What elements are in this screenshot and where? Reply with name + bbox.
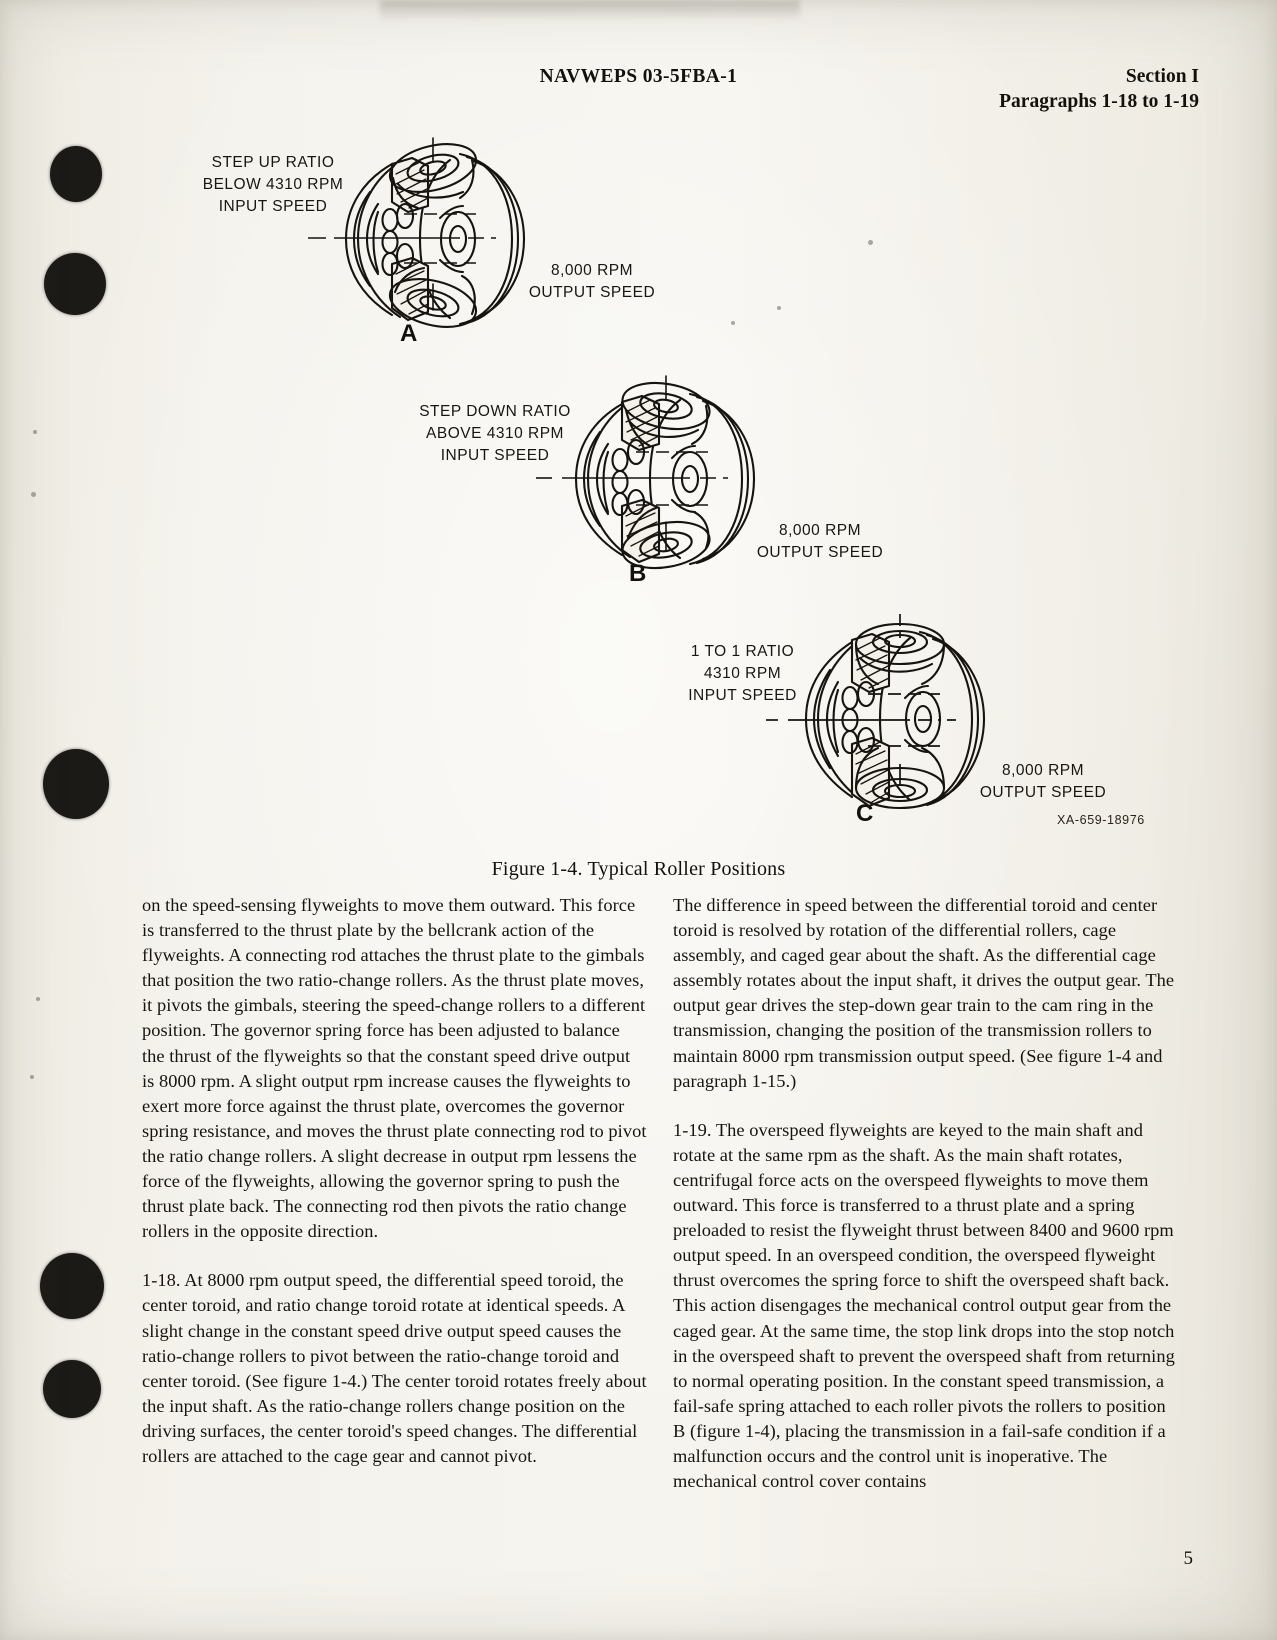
scan-speck [731,321,735,325]
panel-a-letter: A [400,320,418,347]
panel-a-output-label: 8,000 RPM OUTPUT SPEED [528,262,656,301]
header-right-block: Section I Paragraphs 1-18 to 1-19 [999,64,1199,114]
scan-speck [31,492,36,497]
figure-caption: Figure 1-4. Typical Roller Positions [491,858,786,880]
scan-speck [30,1075,34,1079]
paragraph-differential-speed: The difference in speed between the diff… [673,895,1175,1091]
toroid-assembly-c [760,612,995,827]
punch-hole [44,253,106,315]
figure-1-4: STEP UP RATIO BELOW 4310 RPM INPUT SPEED… [0,120,1277,880]
panel-b-output-label: 8,000 RPM OUTPUT SPEED [756,522,884,561]
punch-hole [43,1360,101,1418]
drawing-number: XA-659-18976 [1057,813,1145,827]
paragraph-1-19: 1-19. The overspeed flyweights are keyed… [673,1119,1175,1492]
manual-number: NAVWEPS 03-5FBA-1 [539,66,738,87]
page-number: 5 [1183,1548,1194,1569]
panel-c-input-label: 1 TO 1 RATIO 4310 RPM INPUT SPEED [688,643,797,704]
body-columns: on the speed-sensing flyweights to move … [0,893,1277,1533]
paragraph-1-18: 1-18. At 8000 rpm output speed, the diff… [142,1270,647,1466]
panel-a-input-label: STEP UP RATIO BELOW 4310 RPM INPUT SPEED [202,154,344,215]
scan-speck [33,430,37,434]
panel-b-input-label: STEP DOWN RATIO ABOVE 4310 RPM INPUT SPE… [419,403,571,464]
toroid-assembly-a [300,132,535,347]
panel-c-output-label: 8,000 RPM OUTPUT SPEED [979,762,1107,801]
scan-speck [868,240,873,245]
body-column-left: on the speed-sensing flyweights to move … [142,893,647,1469]
toroid-assembly-b [530,372,765,587]
punch-hole [40,1253,104,1319]
punch-hole [50,146,102,202]
scan-speck [777,306,781,310]
paragraph-range-label: Paragraphs 1-18 to 1-19 [999,91,1199,112]
body-column-right: The difference in speed between the diff… [673,893,1178,1494]
section-label: Section I [1125,66,1199,87]
punch-hole [43,749,109,819]
scan-speck [36,997,40,1001]
paragraph-continuation: on the speed-sensing flyweights to move … [142,895,647,1242]
scan-smudge [380,0,800,22]
